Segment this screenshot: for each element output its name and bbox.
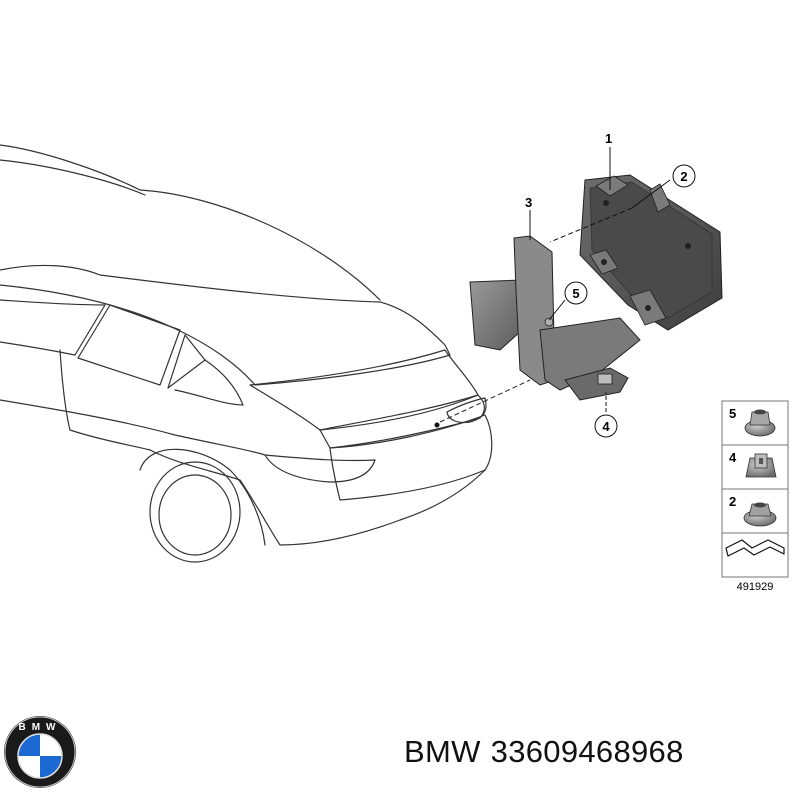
module-tab-top [595,175,629,197]
logo-lettering: BMW [19,722,62,733]
module-hole-2 [685,243,691,249]
leader-2-dashed [549,207,633,243]
brand-name: BMW [404,734,481,769]
location-leader [439,379,531,423]
callout-2-circle [672,164,696,188]
bracket-back-plate [469,279,523,351]
rear-light-left [264,454,376,483]
callout-5-circle [564,281,588,305]
bracket-clip [597,373,613,385]
c-pillar [174,359,244,406]
callout-2: 2 [680,169,687,184]
callout-5: 5 [572,286,579,301]
trunk-lid [249,349,479,431]
callout-3: 3 [525,195,532,210]
side-window-2 [77,304,181,386]
body-lower [149,449,486,546]
mounting-bracket [469,235,641,401]
rear-wheel-inner [158,474,232,556]
rear-window [0,264,451,386]
callout-4-circle [594,414,618,438]
callout-leaders [529,147,671,412]
rear-wheel-outer [149,461,241,563]
legend-panel: 5 4 2 491929 [721,400,789,593]
lower-side-line [59,349,151,451]
diagram-number: 491929 [737,581,774,593]
leader-5 [548,299,566,321]
roof-line [0,144,381,301]
side-window-3 [167,334,206,389]
body-side-line [0,399,266,456]
bmw-logo: BMW [4,716,76,788]
roof-inner-line [0,159,146,196]
nut-5-icon [744,409,776,437]
module-hole-1 [603,200,609,206]
module-hole-4 [645,305,651,311]
legend-label-2: 2 [729,494,736,509]
wheel-arch [139,448,266,546]
leader-2 [631,179,671,209]
part-caption: BMW 33609468968 [404,734,684,770]
side-window-1 [0,299,106,356]
legend-label-4: 4 [729,450,737,465]
callout-4: 4 [602,419,610,434]
direction-arrow-icon [725,539,785,557]
spoiler [319,394,485,449]
legend-label-5: 5 [729,406,736,421]
vehicle-outline [0,144,493,563]
rear-bumper [329,414,493,501]
callout-1: 1 [605,131,612,146]
nut-2-icon [743,502,777,527]
bracket-stud [544,317,554,327]
part-number: 33609468968 [490,734,684,769]
rear-light-right [446,397,487,424]
module-hole-3 [601,259,607,265]
control-module [579,174,723,331]
mount-location-dot [434,422,440,428]
clip-nut-4-icon [745,453,777,478]
